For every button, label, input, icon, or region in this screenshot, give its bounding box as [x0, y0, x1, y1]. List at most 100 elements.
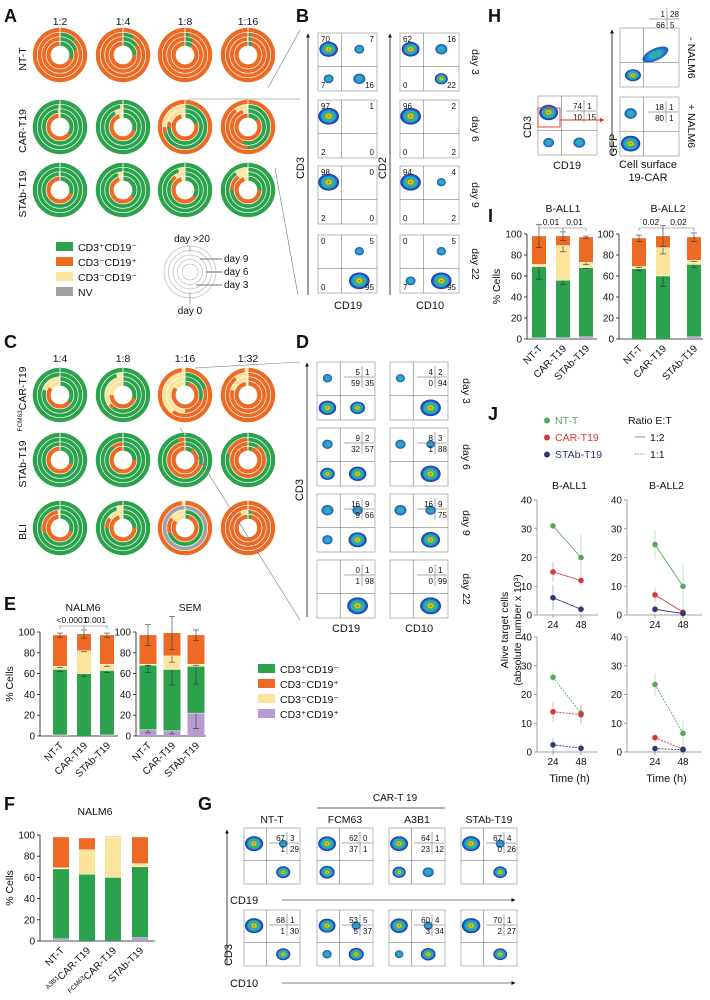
donut-2-1	[95, 162, 151, 218]
quadrant-percent: 0	[370, 214, 375, 223]
gate-rectangle	[537, 107, 561, 128]
y-tick-label: 30	[521, 661, 533, 672]
data-point-nt-t	[578, 554, 584, 561]
quadrant-percent: 68	[276, 916, 285, 925]
bar-segment-yellow	[163, 655, 181, 670]
donut-1-3	[220, 432, 276, 488]
flow-plot-g	[316, 909, 374, 967]
cell-population	[420, 465, 441, 482]
y-axis-label: CD3	[295, 157, 307, 179]
cell-population	[392, 866, 406, 878]
quadrant-percent: 4	[452, 168, 457, 177]
ratio-header: 1:4	[53, 353, 68, 365]
series-legend-label: CAR-T19	[555, 432, 599, 444]
cell-population	[395, 374, 405, 383]
day-label: day 22	[469, 248, 481, 280]
quadrant-percent: 0	[429, 577, 434, 586]
flow-plot-b	[399, 234, 460, 294]
significance-bracket	[662, 227, 695, 231]
y-tick-label: 20	[521, 553, 533, 564]
legend-swatch-orange	[258, 679, 275, 688]
p-value: 0.02	[670, 217, 687, 227]
y-tick-label: 0	[616, 611, 622, 622]
x-axis-label: CD10	[230, 978, 258, 990]
y-tick-label: 80	[120, 648, 132, 659]
donut-1-0	[32, 432, 88, 488]
cell-population	[353, 73, 366, 85]
cell-population	[420, 597, 442, 615]
y-tick-label: 0	[29, 937, 35, 948]
legend-swatch-green	[56, 242, 73, 251]
data-point-nt-t	[652, 541, 658, 548]
cell-population	[244, 918, 264, 934]
legend-swatch-yellow	[56, 272, 73, 281]
data-point-nt-t	[680, 730, 686, 737]
quadrant-percent: 0	[321, 283, 326, 292]
row-label: FCM63CAR-T19	[17, 366, 29, 431]
plot-frame	[316, 559, 376, 619]
cell-population	[276, 948, 291, 961]
series-line-car-t19	[552, 571, 582, 581]
donut-0-1	[95, 27, 151, 83]
x-axis-label: CD19	[230, 895, 258, 907]
flow-plot-b	[399, 165, 460, 225]
series-line-nt-t	[654, 684, 684, 734]
ring-segment-yellow	[181, 367, 186, 373]
quadrant-percent: 2	[321, 148, 326, 157]
quadrant-percent: 16	[447, 35, 456, 44]
quadrant-percent: 0	[363, 834, 368, 843]
quadrant-percent: 99	[438, 577, 447, 586]
quadrant-percent: 5	[356, 368, 361, 377]
cell-population	[318, 836, 336, 852]
quadrant-percent: 9	[356, 434, 361, 443]
quadrant-percent: 35	[365, 379, 374, 388]
donut-2-2	[157, 162, 213, 218]
quadrant-percent: 96	[403, 102, 412, 111]
bar-segment-green	[163, 669, 181, 731]
quadrant-percent: 2	[498, 927, 503, 936]
y-axis-label: % Cells	[491, 269, 503, 305]
quadrant-percent: 95	[365, 283, 374, 292]
row-label-text: CAR-T19	[17, 366, 29, 410]
flow-plot-d	[316, 361, 376, 421]
quadrant-percent: 4	[429, 368, 434, 377]
y-tick-label: 60	[603, 272, 615, 283]
flow-plot-b	[399, 32, 460, 92]
donut-1-2	[157, 432, 213, 488]
column-label: STAb-T19	[465, 814, 512, 826]
significance-bracket	[83, 625, 108, 629]
quadrant-percent: 64	[421, 834, 430, 843]
cell-population	[322, 439, 333, 449]
y-tick-label: 30	[611, 524, 623, 535]
quadrant-percent: 0	[370, 168, 375, 177]
data-point-car-t19	[652, 592, 658, 598]
cell-population	[422, 867, 434, 878]
y-tick-label: 60	[24, 669, 36, 680]
y-tick-label: 40	[611, 633, 623, 644]
legend-swatch-green	[258, 664, 275, 673]
x-tick-label: 48	[575, 757, 587, 768]
panel-letter-a: A	[4, 6, 17, 26]
y-axis-label: CD2	[377, 157, 389, 179]
legend-swatch-purple	[258, 709, 275, 718]
cell-population	[426, 440, 435, 449]
y-tick-label: 40	[24, 894, 36, 905]
y-tick-label: 40	[120, 690, 132, 701]
ring-legend-circle	[168, 250, 212, 294]
bar-segment-orange	[579, 237, 593, 263]
quadrant-percent: 1	[356, 577, 361, 586]
legend-swatch-gray	[56, 287, 73, 296]
cell-population	[493, 948, 508, 961]
quadrant-percent: 53	[349, 916, 358, 925]
flow-plot-g	[460, 827, 518, 885]
cell-population	[351, 921, 361, 930]
cell-population	[323, 74, 334, 84]
flow-plot-d	[389, 361, 449, 421]
bar-segment-yellow	[556, 245, 570, 281]
quadrant-percent: 98	[365, 577, 374, 586]
quadrant-percent: 94	[403, 168, 412, 177]
cell-population	[624, 69, 641, 82]
quadrant-percent: 1	[290, 916, 295, 925]
ratio-header: 1:8	[178, 16, 193, 28]
series-line-car-t19	[654, 594, 684, 613]
